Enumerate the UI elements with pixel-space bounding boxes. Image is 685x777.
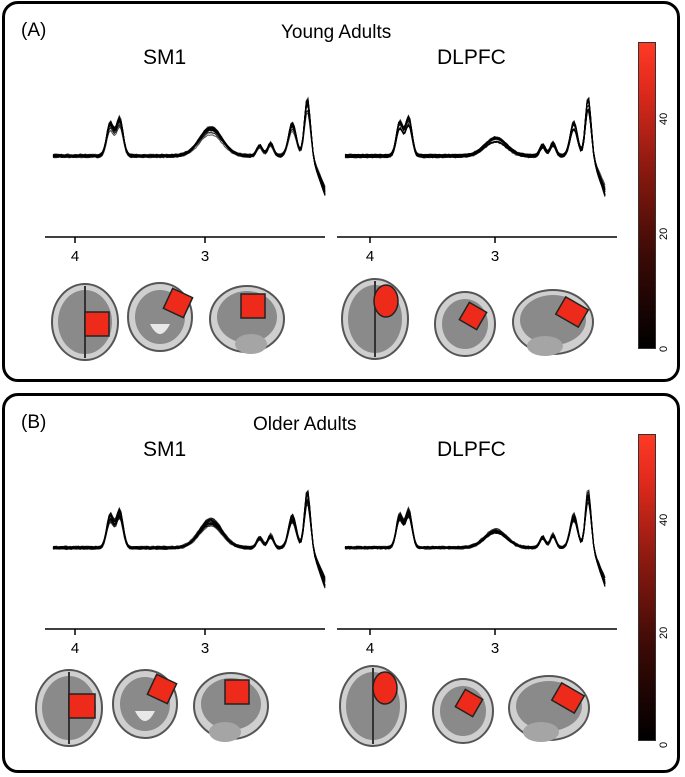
x-tick-label: 4 xyxy=(70,640,80,657)
brain-coronal-sm1 xyxy=(112,669,178,739)
region-title-sm1: SM1 xyxy=(143,46,187,69)
spectrum-trace xyxy=(52,109,326,188)
x-tick-label: 4 xyxy=(70,248,80,265)
brain-axial-dlpfc xyxy=(339,665,407,747)
spectrum-trace xyxy=(52,112,326,188)
brain-axial-dlpfc xyxy=(341,278,409,360)
brain-sagittal-sm1 xyxy=(209,285,285,354)
spectra-plots xyxy=(45,96,617,243)
spectrum-trace xyxy=(344,96,606,196)
brain-axial-sm1 xyxy=(35,669,103,747)
panel-label: (B) xyxy=(21,412,47,433)
brain-sagittal-dlpfc xyxy=(508,675,590,742)
panel-title: Young Adults xyxy=(281,22,392,43)
panel-young-adults: (A) Young Adults SM1 DLPFC 4 3 4 3 xyxy=(2,1,680,382)
brain-coronal-dlpfc xyxy=(434,291,496,357)
brain-axial-sm1 xyxy=(51,283,119,361)
spectrum-sm1 xyxy=(52,96,326,196)
spectrum-trace xyxy=(344,108,606,191)
panel-label: (A) xyxy=(21,20,47,41)
x-tick-label: 4 xyxy=(365,640,375,657)
colorbar xyxy=(638,42,656,349)
spectrum-trace xyxy=(52,103,326,190)
spectrum-trace xyxy=(52,496,326,584)
colorbar-tick: 40 xyxy=(658,513,670,526)
brain-sagittal-sm1 xyxy=(193,672,269,742)
colorbar xyxy=(638,434,656,741)
spectrum-dlpfc xyxy=(344,96,606,197)
panel-older-adults: (B) Older Adults SM1 DLPFC 4 3 4 3 xyxy=(2,393,680,773)
x-tick-label: 4 xyxy=(365,248,375,265)
spectrum-trace xyxy=(344,495,606,585)
spectra-plots xyxy=(45,489,617,635)
brain-coronal-sm1 xyxy=(127,282,194,352)
region-title-sm1: SM1 xyxy=(143,438,187,461)
colorbar-tick: 0 xyxy=(658,345,670,352)
x-tick-label: 3 xyxy=(490,248,500,265)
brain-slices xyxy=(51,278,594,361)
x-tick-label: 3 xyxy=(200,640,210,657)
brain-coronal-dlpfc xyxy=(432,678,494,744)
colorbar-tick: 20 xyxy=(658,626,670,639)
spectrum-dlpfc xyxy=(344,489,606,587)
brain-slices xyxy=(35,665,590,747)
brain-sagittal-dlpfc xyxy=(512,289,594,356)
region-title-dlpfc: DLPFC xyxy=(437,438,506,461)
spectrum-sm1 xyxy=(52,489,326,589)
panel-title: Older Adults xyxy=(253,414,357,435)
colorbar-tick: 20 xyxy=(658,227,670,240)
colorbar-tick: 40 xyxy=(658,112,670,125)
colorbar-tick: 0 xyxy=(658,741,670,748)
spectrum-trace xyxy=(344,494,606,584)
region-title-dlpfc: DLPFC xyxy=(437,46,506,69)
x-tick-label: 3 xyxy=(200,248,210,265)
x-tick-label: 3 xyxy=(490,640,500,657)
